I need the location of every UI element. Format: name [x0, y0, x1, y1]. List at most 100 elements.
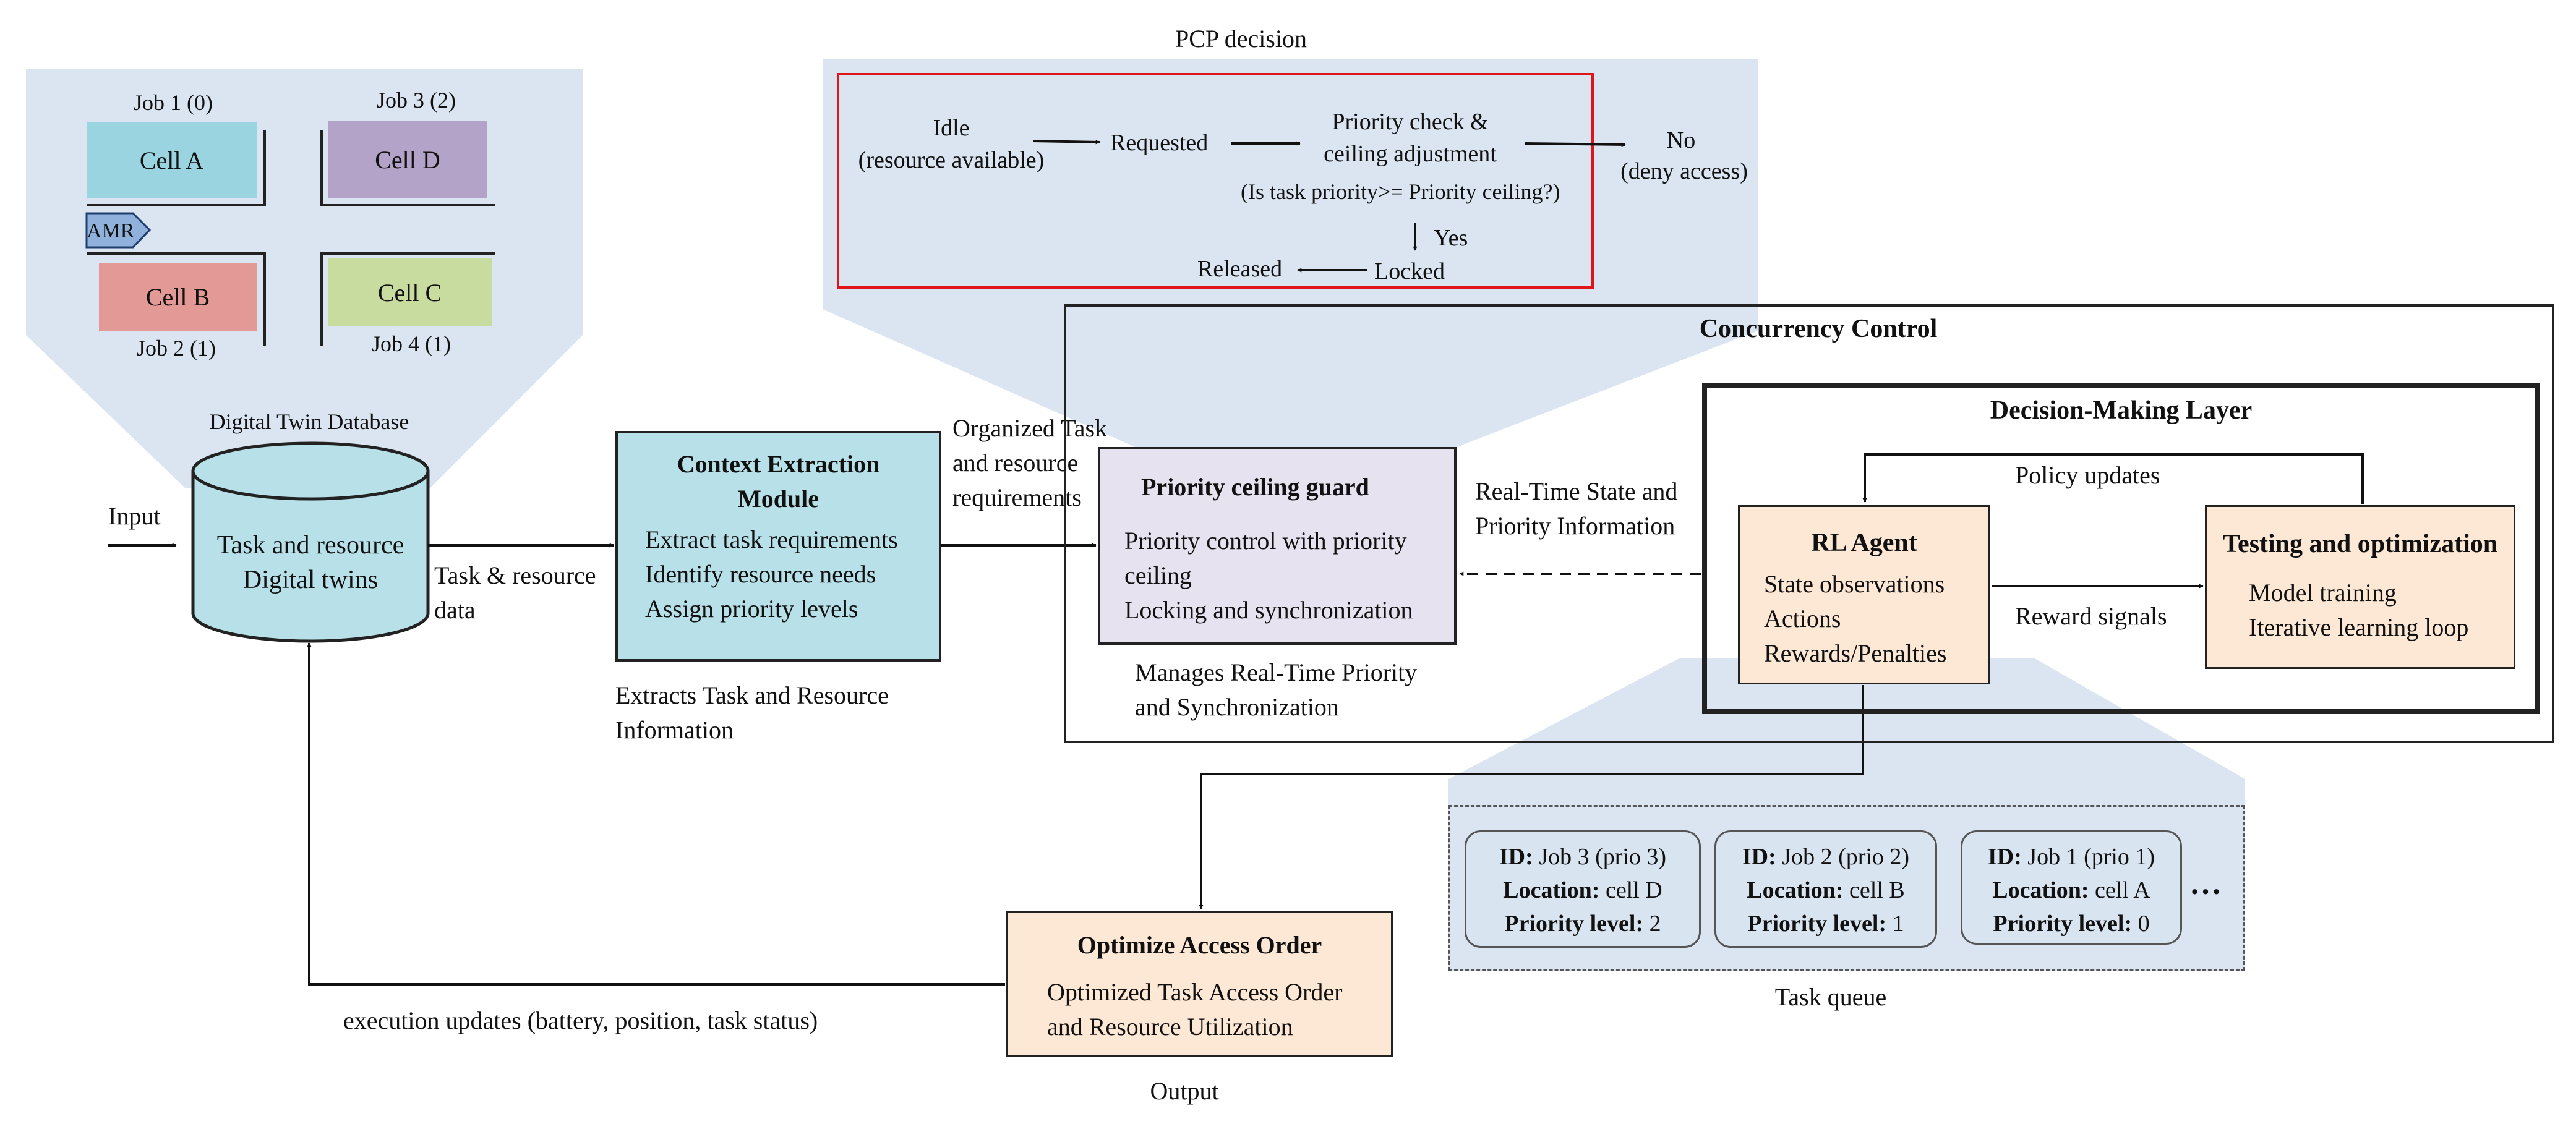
rl-agent-item3: Rewards/Penalties — [1764, 639, 1947, 667]
cell-d: Cell D — [328, 121, 487, 198]
pcp-state-box — [837, 73, 1594, 289]
queue-card-id: Job 2 (prio 2) — [1776, 844, 1910, 870]
testing-title: Testing and optimization — [2222, 530, 2498, 558]
output-caption: Output — [1150, 1077, 1219, 1105]
decision-making-layer — [1702, 383, 2540, 714]
optimize-line1: Optimized Task Access Order — [1047, 978, 1343, 1006]
queue-card-location: cell A — [2089, 877, 2150, 903]
priority-ceiling-guard — [1098, 447, 1457, 645]
context-item1: Extract task requirements — [645, 526, 898, 553]
pcp-question: (Is task priority>= Priority ceiling?) — [1241, 179, 1560, 204]
rl-agent-box — [1738, 505, 1990, 684]
database-title: Digital Twin Database — [209, 409, 409, 434]
queue-card: ID: Job 2 (prio 2) Location: cell B Prio… — [1714, 830, 1937, 948]
queue-card-location-label: Location: — [1992, 877, 2089, 903]
cell-b-label: Cell B — [145, 283, 210, 311]
queue-card-id-label: ID: — [1742, 844, 1776, 870]
rl-agent-item1: State observations — [1764, 570, 1945, 598]
optimize-line2: and Resource Utilization — [1047, 1013, 1293, 1041]
queue-card-priority-label: Priority level: — [1504, 910, 1644, 937]
pcp-idle-line1: Idle — [933, 115, 970, 141]
testing-item2: Iterative learning loop — [2249, 613, 2469, 641]
queue-card: ID: Job 3 (prio 3) Location: cell D Prio… — [1465, 830, 1701, 948]
queue-card-id-label: ID: — [1987, 844, 2022, 870]
rl-agent-title: RL Agent — [1811, 529, 1917, 557]
pcp-locked: Locked — [1374, 258, 1445, 284]
concurrency-title: Concurrency Control — [1699, 315, 1938, 343]
concurrency-control-frame — [1064, 304, 2554, 743]
digital-twin-cylinder — [191, 441, 430, 643]
guard-line3: Locking and synchronization — [1124, 596, 1413, 624]
optimize-title: Optimize Access Order — [1077, 931, 1322, 959]
cell-a-label: Cell A — [139, 146, 204, 174]
amr-shape — [85, 212, 152, 249]
queue-card-location-label: Location: — [1747, 877, 1844, 903]
guard-title: Priority ceiling guard — [1141, 473, 1369, 501]
queue-card-priority-label: Priority level: — [1747, 910, 1887, 937]
pcp-no-line1: No — [1666, 127, 1696, 153]
pcp-no-line2: (deny access) — [1620, 158, 1748, 184]
pcp-idle-line2: (resource available) — [858, 147, 1045, 173]
queue-card-priority: 1 — [1886, 910, 1904, 937]
job1-label: Job 1 (0) — [134, 90, 213, 115]
testing-item1: Model training — [2249, 579, 2397, 607]
context-item3: Assign priority levels — [645, 595, 858, 623]
rl-agent-item2: Actions — [1764, 605, 1841, 632]
job3-label: Job 3 (2) — [377, 88, 456, 113]
realtime-label-line1: Real-Time State and — [1475, 477, 1678, 505]
task-resource-label-line2: data — [434, 596, 476, 624]
guard-caption-line2: and Synchronization — [1135, 693, 1339, 721]
testing-optimization-box — [2205, 505, 2515, 669]
factory-walls — [87, 130, 495, 346]
database-line2: Digital twins — [242, 566, 379, 594]
queue-card-location-label: Location: — [1503, 877, 1600, 903]
context-caption-line1: Extracts Task and Resource — [615, 681, 889, 709]
cell-c: Cell C — [328, 258, 492, 326]
pcp-check-line2: ceiling adjustment — [1324, 141, 1497, 167]
guard-line2: ceiling — [1124, 561, 1192, 589]
database-line1: Task and resource — [216, 531, 404, 560]
reward-signals-label: Reward signals — [2015, 602, 2167, 630]
queue-card-location: cell B — [1843, 877, 1905, 903]
realtime-label-line2: Priority Information — [1475, 512, 1675, 540]
queue-card-location: cell D — [1599, 877, 1662, 903]
queue-card-id: Job 3 (prio 3) — [1533, 844, 1667, 870]
context-caption-line2: Information — [615, 716, 734, 744]
pcp-requested: Requested — [1110, 130, 1209, 156]
guard-line1: Priority control with priority — [1124, 527, 1407, 555]
queue-card-priority: 2 — [1643, 910, 1661, 937]
organized-label-line2: and resource — [952, 449, 1079, 477]
task-queue-caption: Task queue — [1774, 983, 1887, 1011]
pcp-check-line1: Priority check & — [1332, 109, 1489, 135]
pcp-callout-shade — [823, 59, 1758, 448]
queue-card-id-label: ID: — [1499, 844, 1533, 870]
queue-ellipsis: … — [2189, 866, 2222, 901]
feedback-label: execution updates (battery, position, ta… — [343, 1007, 818, 1034]
organized-label-line1: Organized Task — [952, 414, 1108, 442]
guard-caption-line1: Manages Real-Time Priority — [1135, 658, 1418, 686]
job2-label: Job 2 (1) — [137, 336, 216, 360]
context-title-line2: Module — [737, 485, 819, 513]
cell-a: Cell A — [87, 122, 257, 198]
queue-card-priority: 0 — [2132, 910, 2150, 937]
job4-label: Job 4 (1) — [372, 331, 451, 356]
optimize-access-order — [1006, 911, 1393, 1057]
organized-label-line3: requirements — [952, 483, 1082, 511]
queue-card-id: Job 1 (prio 1) — [2021, 844, 2155, 870]
task-resource-label-line1: Task & resource — [434, 561, 596, 589]
pcp-title: PCP decision — [1175, 25, 1307, 53]
context-item2: Identify resource needs — [645, 560, 876, 588]
cell-b: Cell B — [99, 263, 257, 331]
queue-card-priority-label: Priority level: — [1993, 910, 2133, 937]
task-queue-frame — [1448, 805, 2245, 971]
context-title-line1: Context Extraction — [677, 450, 880, 478]
queue-card: ID: Job 1 (prio 1) Location: cell A Prio… — [1961, 830, 2182, 945]
amr-label: AMR — [87, 219, 135, 242]
cell-c-label: Cell C — [377, 278, 442, 307]
pcp-yes: Yes — [1434, 225, 1468, 251]
input-label: Input — [108, 502, 161, 530]
policy-updates-label: Policy updates — [2015, 461, 2160, 489]
pcp-released: Released — [1197, 256, 1283, 282]
decision-layer-title: Decision-Making Layer — [1990, 396, 2253, 425]
cell-d-label: Cell D — [375, 145, 440, 174]
